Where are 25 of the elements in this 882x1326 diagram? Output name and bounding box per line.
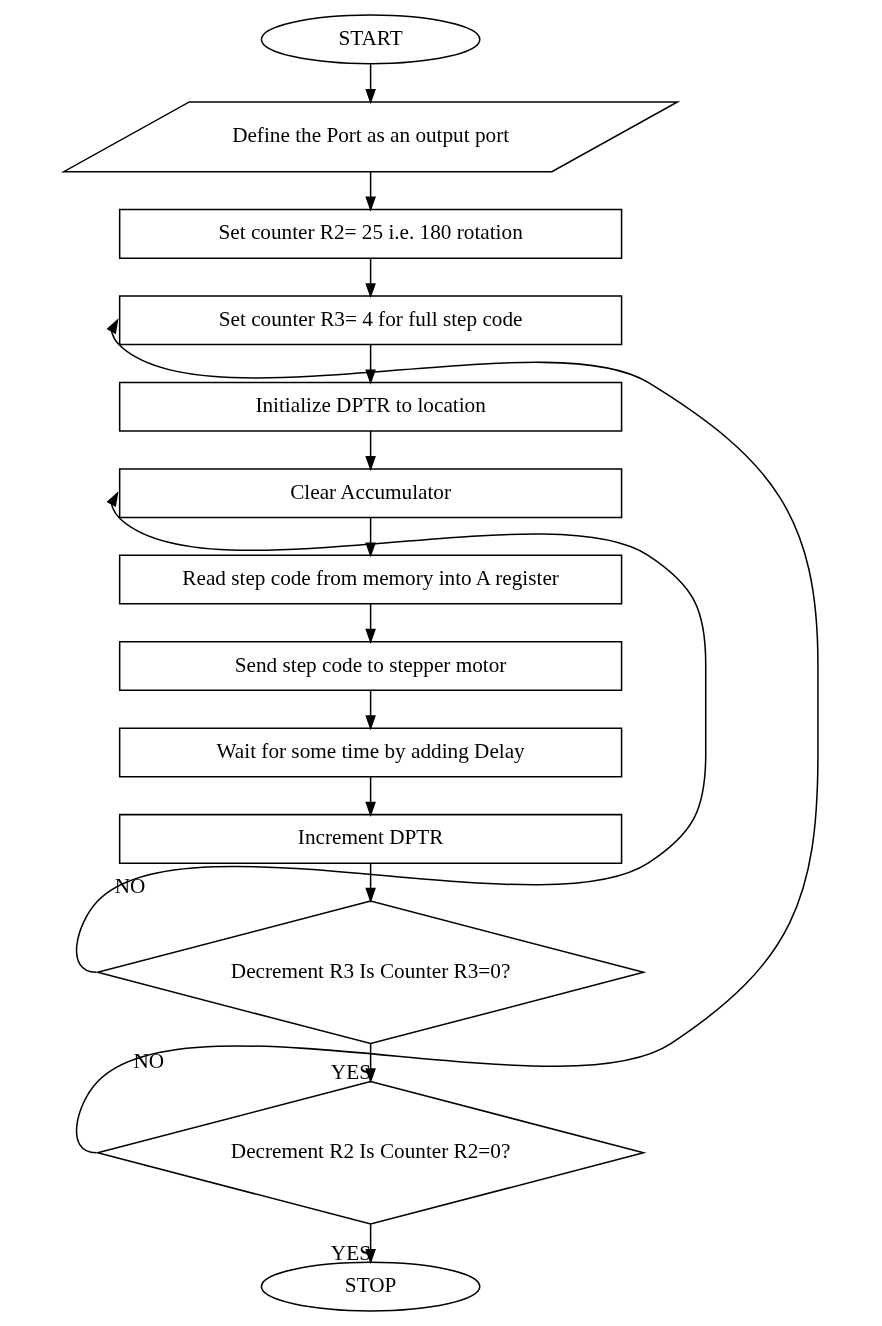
node-box: Set counter R2= 25 i.e. 180 rotation xyxy=(118,208,623,259)
edge-label: NO xyxy=(114,873,146,898)
arrow xyxy=(365,516,376,558)
arrow xyxy=(365,430,376,472)
node-ellipse: START xyxy=(260,14,481,65)
node-diamond: Decrement R2 Is Counter R2=0? xyxy=(94,1080,647,1225)
node-diamond: Decrement R3 Is Counter R3=0? xyxy=(94,900,647,1045)
arrow xyxy=(365,171,376,212)
node-box: Send step code to stepper motor xyxy=(118,641,623,692)
node-box: Increment DPTR xyxy=(118,813,623,864)
arrow xyxy=(75,491,707,974)
arrow xyxy=(75,318,819,1154)
arrow xyxy=(365,862,376,903)
node-box: Clear Accumulator xyxy=(118,468,623,519)
arrow xyxy=(365,603,376,645)
edge-label: NO xyxy=(133,1049,165,1074)
node-ellipse: STOP xyxy=(260,1261,481,1312)
arrow xyxy=(365,257,376,299)
node-box: Initialize DPTR to location xyxy=(118,381,623,432)
node-box: Set counter R3= 4 for full step code xyxy=(118,295,623,346)
node-box: Read step code from memory into A register xyxy=(118,554,623,605)
arrow xyxy=(365,689,376,731)
arrow xyxy=(365,63,376,105)
node-box: Wait for some time by adding Delay xyxy=(118,727,623,778)
arrow xyxy=(365,776,376,817)
